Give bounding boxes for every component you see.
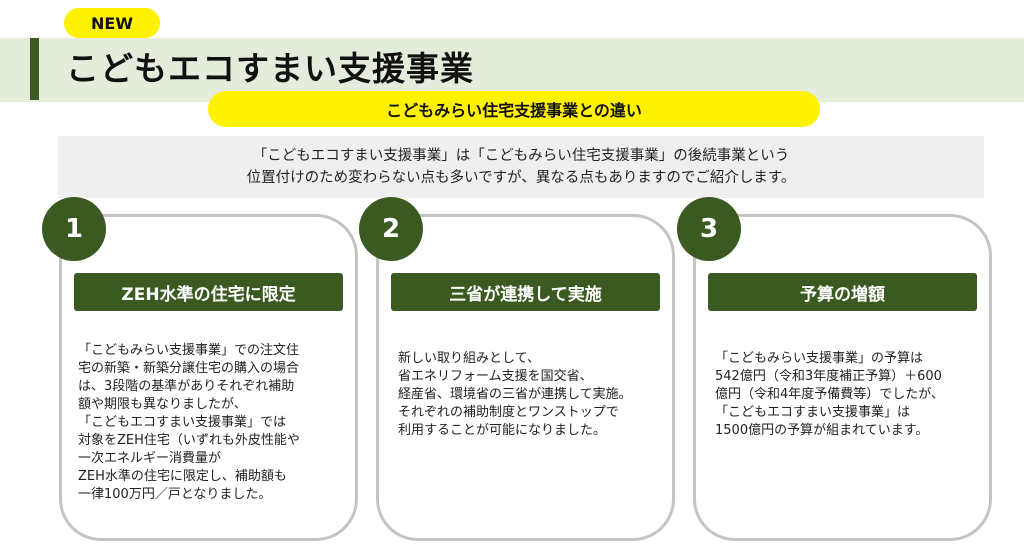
card-body-line: それぞれの補助制度とワンストップで (398, 405, 619, 420)
card-body-line: 一次エネルギー消費量が (78, 451, 222, 466)
card-body-line: は、3段階の基準がありそれぞれ補助 (78, 379, 295, 394)
card-body-line: ZEH水準の住宅に限定し、補助額も (78, 469, 287, 484)
card-body-line: 1500億円の予算が組まれています。 (715, 423, 929, 438)
intro-line: 「こどもエコすまい支援事業」は「こどもみらい住宅支援事業」の後続事業という (252, 148, 790, 164)
card-body: 「こどもみらい支援事業」での注文住 宅の新築・新築分譲住宅の購入の場合 は、3段… (78, 342, 300, 504)
card-body-line: 「こどもみらい支援事業」での注文住 (78, 343, 300, 358)
card-body: 「こどもみらい支援事業」の予算は 542億円（令和3年度補正予算）＋600 億円… (715, 350, 944, 440)
intro-box: 「こどもエコすまい支援事業」は「こどもみらい住宅支援事業」の後続事業という 位置… (58, 136, 984, 198)
card-body-line: 一律100万円／戸となりました。 (78, 487, 272, 502)
card-body: 新しい取り組みとして、 省エネリフォーム支援を国交省、 経産省、環境省の三省が連… (398, 350, 632, 440)
card-body-line: 「こどもエコすまい支援事業」では (78, 415, 287, 430)
card-body-line: 額や期限も異なりましたが、 (78, 397, 247, 412)
card-body-line: 省エネリフォーム支援を国交省、 (398, 369, 593, 384)
subtitle-pill: こどもみらい住宅支援事業との違い (208, 91, 820, 127)
card-number: 2 (359, 197, 423, 261)
card-three-ministries (376, 214, 675, 541)
card-body-line: 「こどもみらい支援事業」の予算は (715, 351, 924, 366)
card-zeh (59, 214, 358, 541)
intro-line: 位置付けのため変わらない点も多いですが、異なる点もありますのでご紹介します。 (246, 170, 796, 186)
card-number: 3 (677, 197, 741, 261)
card-heading: ZEH水準の住宅に限定 (74, 273, 343, 311)
card-heading: 三省が連携して実施 (391, 273, 660, 311)
card-body-line: 542億円（令和3年度補正予算）＋600 (715, 369, 942, 384)
card-budget (693, 214, 992, 541)
card-body-line: 宅の新築・新築分譲住宅の購入の場合 (78, 361, 300, 376)
card-body-line: 経産省、環境省の三省が連携して実施。 (398, 387, 632, 402)
card-number: 1 (42, 197, 106, 261)
card-heading: 予算の増額 (708, 273, 977, 311)
card-body-line: 新しい取り組みとして、 (398, 351, 540, 366)
card-body-line: 億円（令和4年度予備費等）でしたが、 (715, 387, 945, 402)
page-title: こどもエコすまい支援事業 (66, 49, 474, 88)
card-body-line: 「こどもエコすまい支援事業」は (715, 405, 911, 420)
card-body-line: 対象をZEH住宅（いずれも外皮性能や (78, 433, 300, 448)
title-accent-bar (30, 38, 39, 100)
new-badge: NEW (64, 8, 160, 38)
card-body-line: 利用することが可能になりました。 (398, 423, 607, 438)
